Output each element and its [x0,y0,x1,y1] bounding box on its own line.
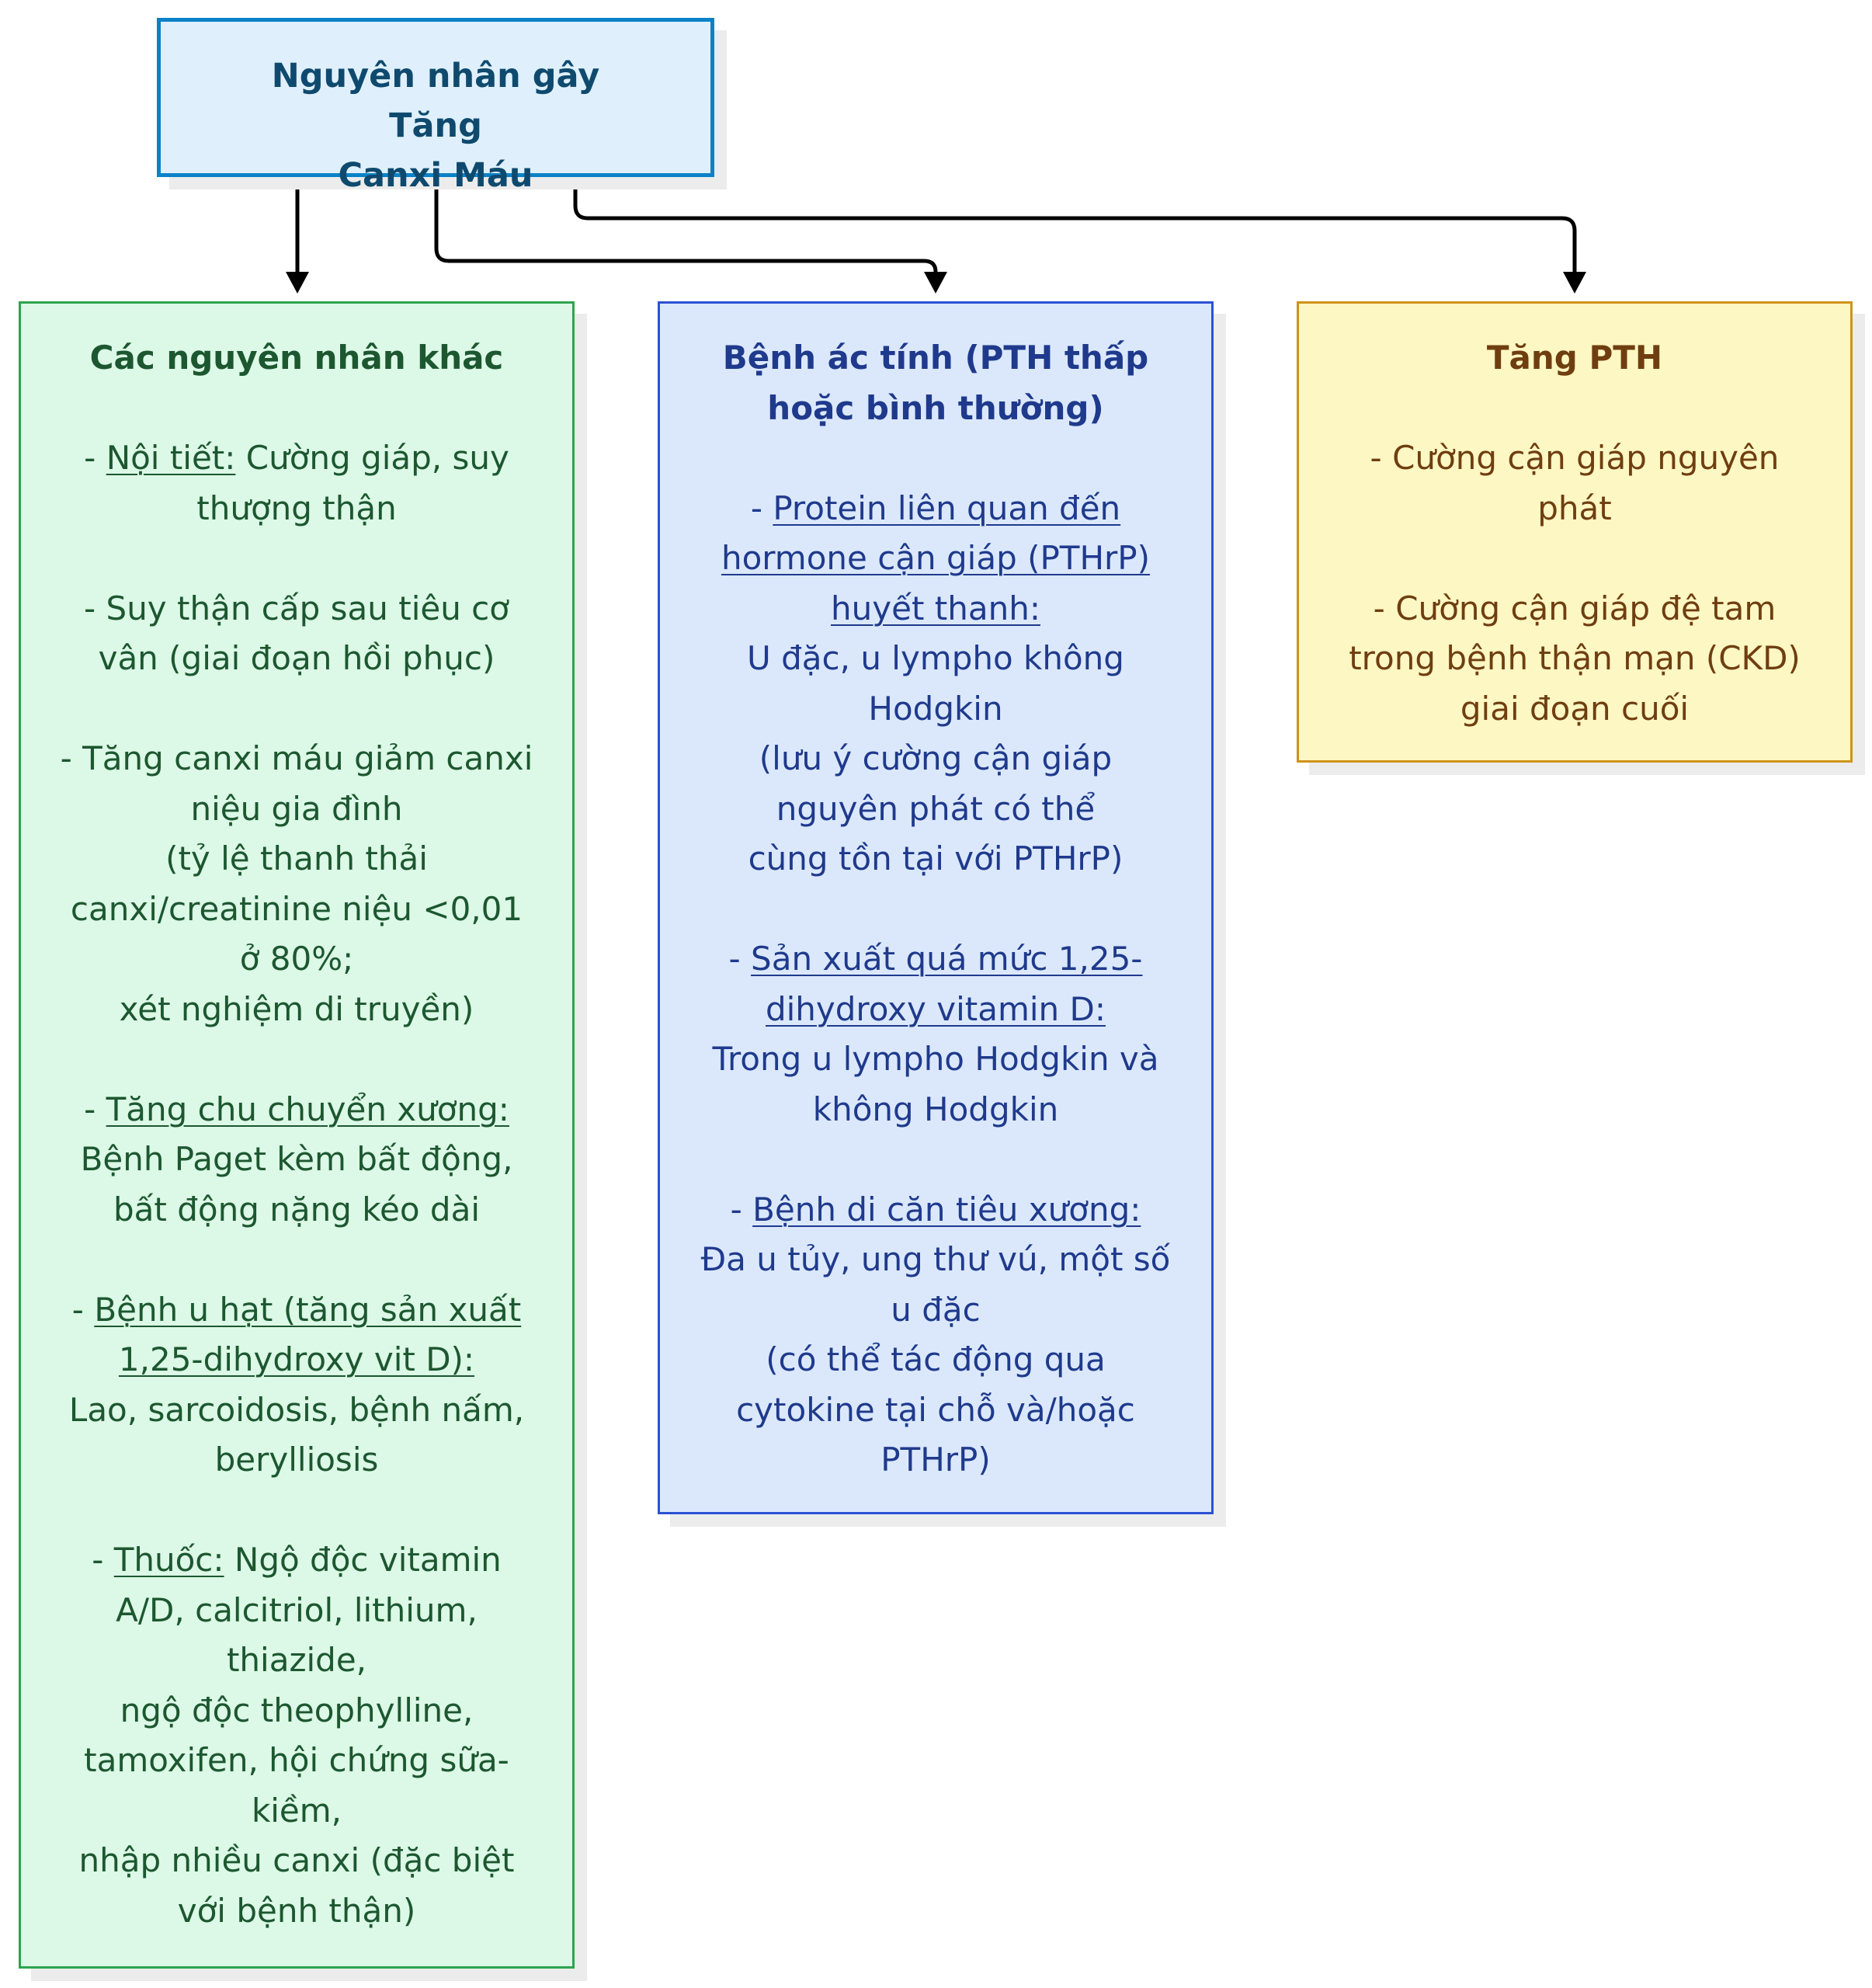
list-item: - Thuốc: Ngộ độc vitamin A/D, calcitriol… [60,1535,533,1936]
item-text: U đặc, u lympho không Hodgkin [747,639,1124,728]
item-label: Bệnh di căn tiêu xương: [752,1190,1141,1229]
edge-root-to-blue [434,177,938,280]
item-text: Trong u lympho Hodgkin và không Hodgkin [712,1040,1159,1128]
spacer [60,1486,533,1536]
bullet-dash: - [1373,589,1396,627]
spacer [699,433,1172,484]
spacer [60,384,533,434]
green-node-title: Các nguyên nhân khác [89,339,504,377]
yellow-node-title: Tăng PTH [1486,339,1663,377]
item-label: Thuốc: [113,1541,224,1579]
list-item: - Nội tiết: Cường giáp, suy thượng thận [60,433,533,533]
spacer [60,684,533,735]
arrowhead-blue [924,272,947,294]
item-extra-line: ngộ độc theophylline, tamoxifen, hội chứ… [84,1691,509,1830]
spacer [60,1034,533,1085]
item-extra-line: cùng tồn tại với PTHrP) [748,839,1124,878]
edge-root-to-yellow [573,177,1577,280]
root-title-line2: Canxi Máu [338,156,533,195]
bullet-dash: - [92,1541,114,1579]
item-text: Đa u tủy, ung thư vú, một số u đặc [700,1240,1171,1329]
list-item: - Bệnh di căn tiêu xương: Đa u tủy, ung t… [699,1185,1172,1486]
list-item: - Sản xuất quá mức 1,25-dihydroxy vitami… [699,934,1172,1135]
high-pth-node: Tăng PTH- Cường cận giáp nguyên phát- Cư… [1297,301,1853,763]
spacer [60,533,533,584]
item-text: Tăng canxi máu giảm canxi niệu gia đình [82,739,533,828]
item-label: Sản xuất quá mức 1,25-dihydroxy vitamin … [751,940,1143,1028]
list-item: - Tăng canxi máu giảm canxi niệu gia đìn… [60,734,533,1034]
arrowhead-yellow [1563,272,1586,294]
bullet-dash: - [60,739,83,777]
root-node: Nguyên nhân gây Tăng Canxi Máu [157,18,714,195]
spacer [699,885,1172,935]
spacer [699,1135,1172,1185]
list-item: - Cường cận giáp nguyên phát [1338,433,1811,533]
list-item: - Protein liên quan đến hormone cận giáp… [699,484,1172,885]
spacer [60,1235,533,1285]
item-extra-line: (tỷ lệ thanh thải canxi/creatinine niệu … [70,839,523,978]
item-label: Nội tiết: [106,439,236,477]
list-item: - Cường cận giáp đệ tam trong bệnh thận … [1338,584,1811,735]
blue-node-title: Bệnh ác tính (PTH thấp hoặc bình thường) [722,339,1149,427]
item-label: Tăng chu chuyển xương: [106,1090,509,1128]
bullet-dash: - [728,940,752,978]
item-text: Cường cận giáp nguyên phát [1392,439,1780,527]
other-causes-node: Các nguyên nhân khác - Nội tiết: Cường gi… [19,301,575,1969]
list-item: - Suy thận cấp sau tiêu cơ vân (giai đoạ… [60,584,533,684]
item-extra-line: nhập nhiều canxi (đặc biệt với bệnh thận… [78,1841,515,1930]
root-title-line1: Nguyên nhân gây Tăng [271,57,600,145]
item-text: Ngộ độc vitamin A/D, calcitriol, lithium… [116,1541,502,1679]
item-text: Cường cận giáp đệ tam trong bệnh thận mạ… [1349,589,1801,728]
bullet-dash: - [750,488,773,527]
item-text: Bệnh Paget kèm bất động, bất động nặng k… [80,1140,513,1229]
item-label: Protein liên quan đến hormone cận giáp (… [721,488,1151,627]
malignancy-node: Bệnh ác tính (PTH thấp hoặc bình thường)… [658,301,1214,1514]
bullet-dash: - [84,439,106,477]
bullet-dash: - [84,1090,106,1128]
item-text: Cường giáp, suy thượng thận [196,439,509,527]
item-text: Lao, sarcoidosis, bệnh nấm, berylliosis [68,1390,525,1479]
spacer [1338,533,1811,584]
bullet-dash: - [84,589,106,627]
bullet-dash: - [730,1190,753,1229]
spacer [1338,384,1811,434]
item-extra-line: (lưu ý cường cận giáp nguyên phát có thể [759,739,1113,828]
item-text: Suy thận cấp sau tiêu cơ vân (giai đoạn … [98,589,509,678]
list-item: - Tăng chu chuyển xương: Bệnh Paget kèm b… [60,1085,533,1236]
item-extra-line: (có thể tác động qua cytokine tại chỗ và… [736,1340,1135,1479]
bullet-dash: - [71,1290,95,1329]
bullet-dash: - [1370,439,1393,477]
arrowhead-green [286,272,309,294]
item-extra-line: xét nghiệm di truyền) [119,989,474,1028]
list-item: - Bệnh u hạt (tăng sản xuất 1,25-dihydro… [60,1285,533,1486]
item-label: Bệnh u hạt (tăng sản xuất 1,25-dihydroxy… [94,1290,522,1379]
